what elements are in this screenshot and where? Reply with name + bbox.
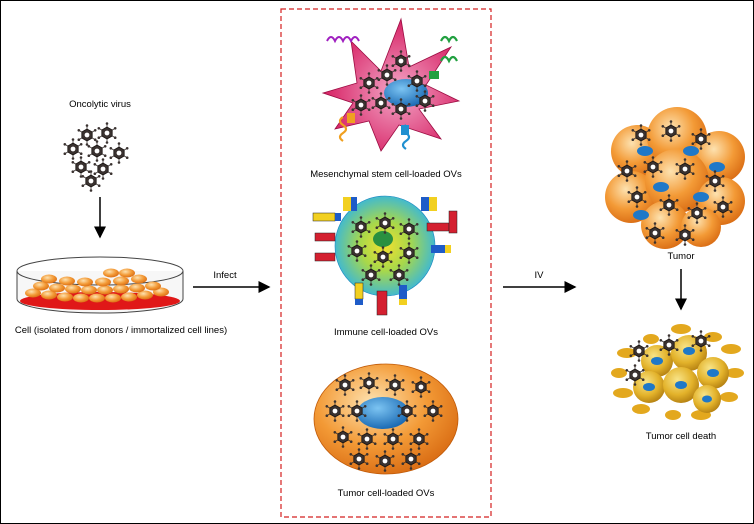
msc-loaded-ovs	[321, 17, 461, 152]
label-immune-ovs: Immune cell-loaded OVs	[333, 327, 439, 338]
immune-loaded-ovs	[312, 195, 458, 316]
label-oncolytic-virus: Oncolytic virus	[69, 99, 131, 110]
tumor-cell-death	[611, 324, 744, 420]
dashed-box	[280, 8, 492, 518]
label-infect: Infect	[213, 270, 237, 281]
label-iv: IV	[534, 270, 544, 281]
label-tumor: Tumor	[667, 251, 695, 262]
label-msc-ovs: Mesenchymal stem cell-loaded OVs	[310, 169, 462, 180]
label-tumor-death: Tumor cell death	[645, 431, 717, 442]
oncolytic-virus-cluster	[63, 121, 129, 193]
label-tumor-ovs: Tumor cell-loaded OVs	[337, 488, 435, 499]
tumor-mass	[605, 107, 745, 249]
tumor-loaded-ovs	[313, 363, 459, 475]
label-cell-source: Cell (isolated from donors / immortalize…	[14, 325, 228, 336]
petri-dish	[16, 256, 184, 314]
